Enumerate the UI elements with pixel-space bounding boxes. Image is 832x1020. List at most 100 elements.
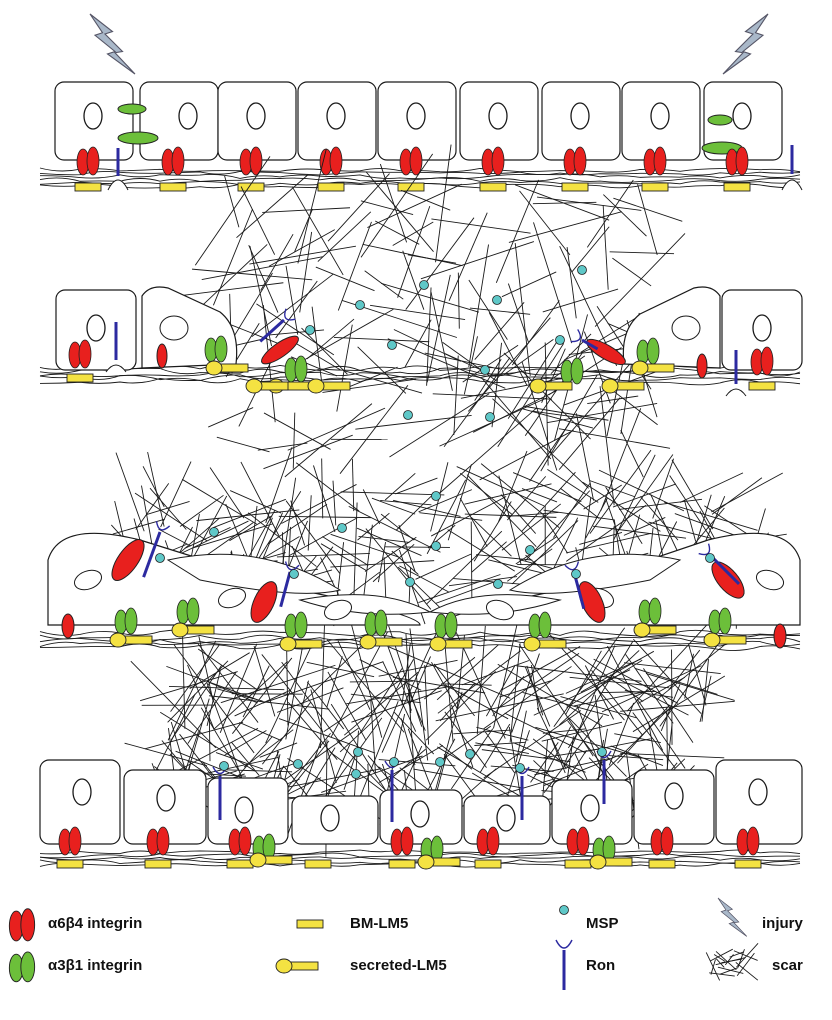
scar-fiber <box>287 643 288 726</box>
cell-nucleus <box>321 805 339 831</box>
scar-fiber <box>590 481 635 497</box>
scar-fiber <box>217 437 270 452</box>
scar-fiber <box>352 459 353 511</box>
scar-fiber <box>559 429 670 449</box>
scar-fiber <box>288 408 385 450</box>
secreted-lm5-icon <box>276 959 318 973</box>
cell-nucleus <box>489 103 507 129</box>
scar-fiber <box>262 208 350 213</box>
bm-lm5 <box>735 860 761 868</box>
scar-fiber <box>322 458 323 518</box>
scar-fiber <box>606 498 627 560</box>
scar-fiber <box>470 308 530 314</box>
a6b4-integrin <box>62 614 74 638</box>
scar-fiber <box>395 478 437 494</box>
bm-lm5 <box>318 183 344 191</box>
bm-lm5 <box>305 860 331 868</box>
scar-fiber <box>587 180 633 247</box>
msp-ligand <box>390 758 399 767</box>
msp-ligand <box>432 542 441 551</box>
bm-lm5 <box>67 374 93 382</box>
scar-fiber <box>285 404 372 477</box>
scar-fiber <box>363 489 379 524</box>
scar-fiber <box>533 222 571 343</box>
lightning-bolt-icon <box>718 898 747 936</box>
cell-nucleus <box>753 315 771 341</box>
a6b4-integrin <box>697 354 707 378</box>
scar-fiber <box>445 712 487 768</box>
lightning-bolt-icon <box>90 14 135 74</box>
msp-ligand <box>294 760 303 769</box>
cell-nucleus <box>411 801 429 827</box>
bm-lm5 <box>749 382 775 390</box>
scar-fiber <box>471 517 511 556</box>
msp-ligand <box>338 524 347 533</box>
scar-fiber <box>308 495 311 550</box>
basement-membrane-fiber <box>40 177 800 182</box>
panel-intact-epithelium <box>40 14 802 191</box>
bm-lm5 <box>562 183 588 191</box>
legend-ron-label: Ron <box>586 957 615 974</box>
cell-nucleus <box>672 316 700 340</box>
secreted-lm5 <box>308 379 350 393</box>
a3b1-integrin <box>118 104 146 114</box>
scar-fiber <box>298 149 326 264</box>
scar-fiber <box>600 386 614 505</box>
panel-wound-edge-migration <box>40 145 802 511</box>
scar-fiber <box>559 398 620 470</box>
scar-fiber <box>199 636 213 702</box>
scar-fiber <box>610 252 674 254</box>
cell-nucleus <box>327 103 345 129</box>
scar-fiber <box>612 258 651 286</box>
msp-ligand <box>354 748 363 757</box>
cell-nucleus <box>179 103 197 129</box>
scar-fiber <box>375 221 419 244</box>
ron-cleft <box>726 389 746 396</box>
scar-fiber <box>282 662 342 745</box>
scar-fiber <box>239 722 281 740</box>
scar-fiber <box>171 645 220 711</box>
cell-nucleus <box>749 779 767 805</box>
scar-fiber <box>496 180 538 283</box>
bm-lm5 <box>57 860 83 868</box>
scar-fiber <box>700 676 711 722</box>
scar-fiber <box>458 273 459 329</box>
scar-fiber <box>258 443 308 450</box>
scar-fiber <box>324 679 402 731</box>
scar-fiber <box>476 727 528 740</box>
scar-fiber <box>499 451 527 522</box>
scar-fiber <box>209 717 210 761</box>
cell-nucleus <box>160 316 188 340</box>
scar-fiber <box>249 246 356 264</box>
bm-lm5 <box>75 183 101 191</box>
ron-receptor-icon <box>556 940 572 990</box>
scar-fiber <box>264 413 331 450</box>
scar-fiber <box>660 640 721 726</box>
msp-ligand <box>486 413 495 422</box>
bm-lm5 <box>649 860 675 868</box>
scar-fiber <box>680 473 743 503</box>
scar-fiber <box>543 289 618 312</box>
msp-ligand <box>556 336 565 345</box>
msp-ligand <box>220 762 229 771</box>
scar-fiber <box>363 244 463 265</box>
scar-fiber <box>210 468 244 519</box>
scar-fiber <box>285 728 358 779</box>
scar-fiber <box>292 187 343 275</box>
scar-fiber <box>150 488 186 529</box>
scar-fiber <box>266 640 315 743</box>
scar-fiber <box>188 665 215 729</box>
scar-fiber <box>241 186 275 254</box>
cell-nucleus <box>651 103 669 129</box>
scar-fiber <box>460 498 487 546</box>
cell-nucleus <box>733 103 751 129</box>
scar-fiber <box>338 222 371 311</box>
scar-fiber <box>405 320 431 367</box>
scar-fiber <box>587 396 638 403</box>
legend-a3b1-label: α3β1 integrin <box>48 957 142 974</box>
a6b4-integrin <box>157 344 167 368</box>
scar-fiber <box>413 769 522 788</box>
cell-nucleus <box>247 103 265 129</box>
scar-fiber <box>672 460 713 529</box>
scar-fiber <box>316 267 375 291</box>
